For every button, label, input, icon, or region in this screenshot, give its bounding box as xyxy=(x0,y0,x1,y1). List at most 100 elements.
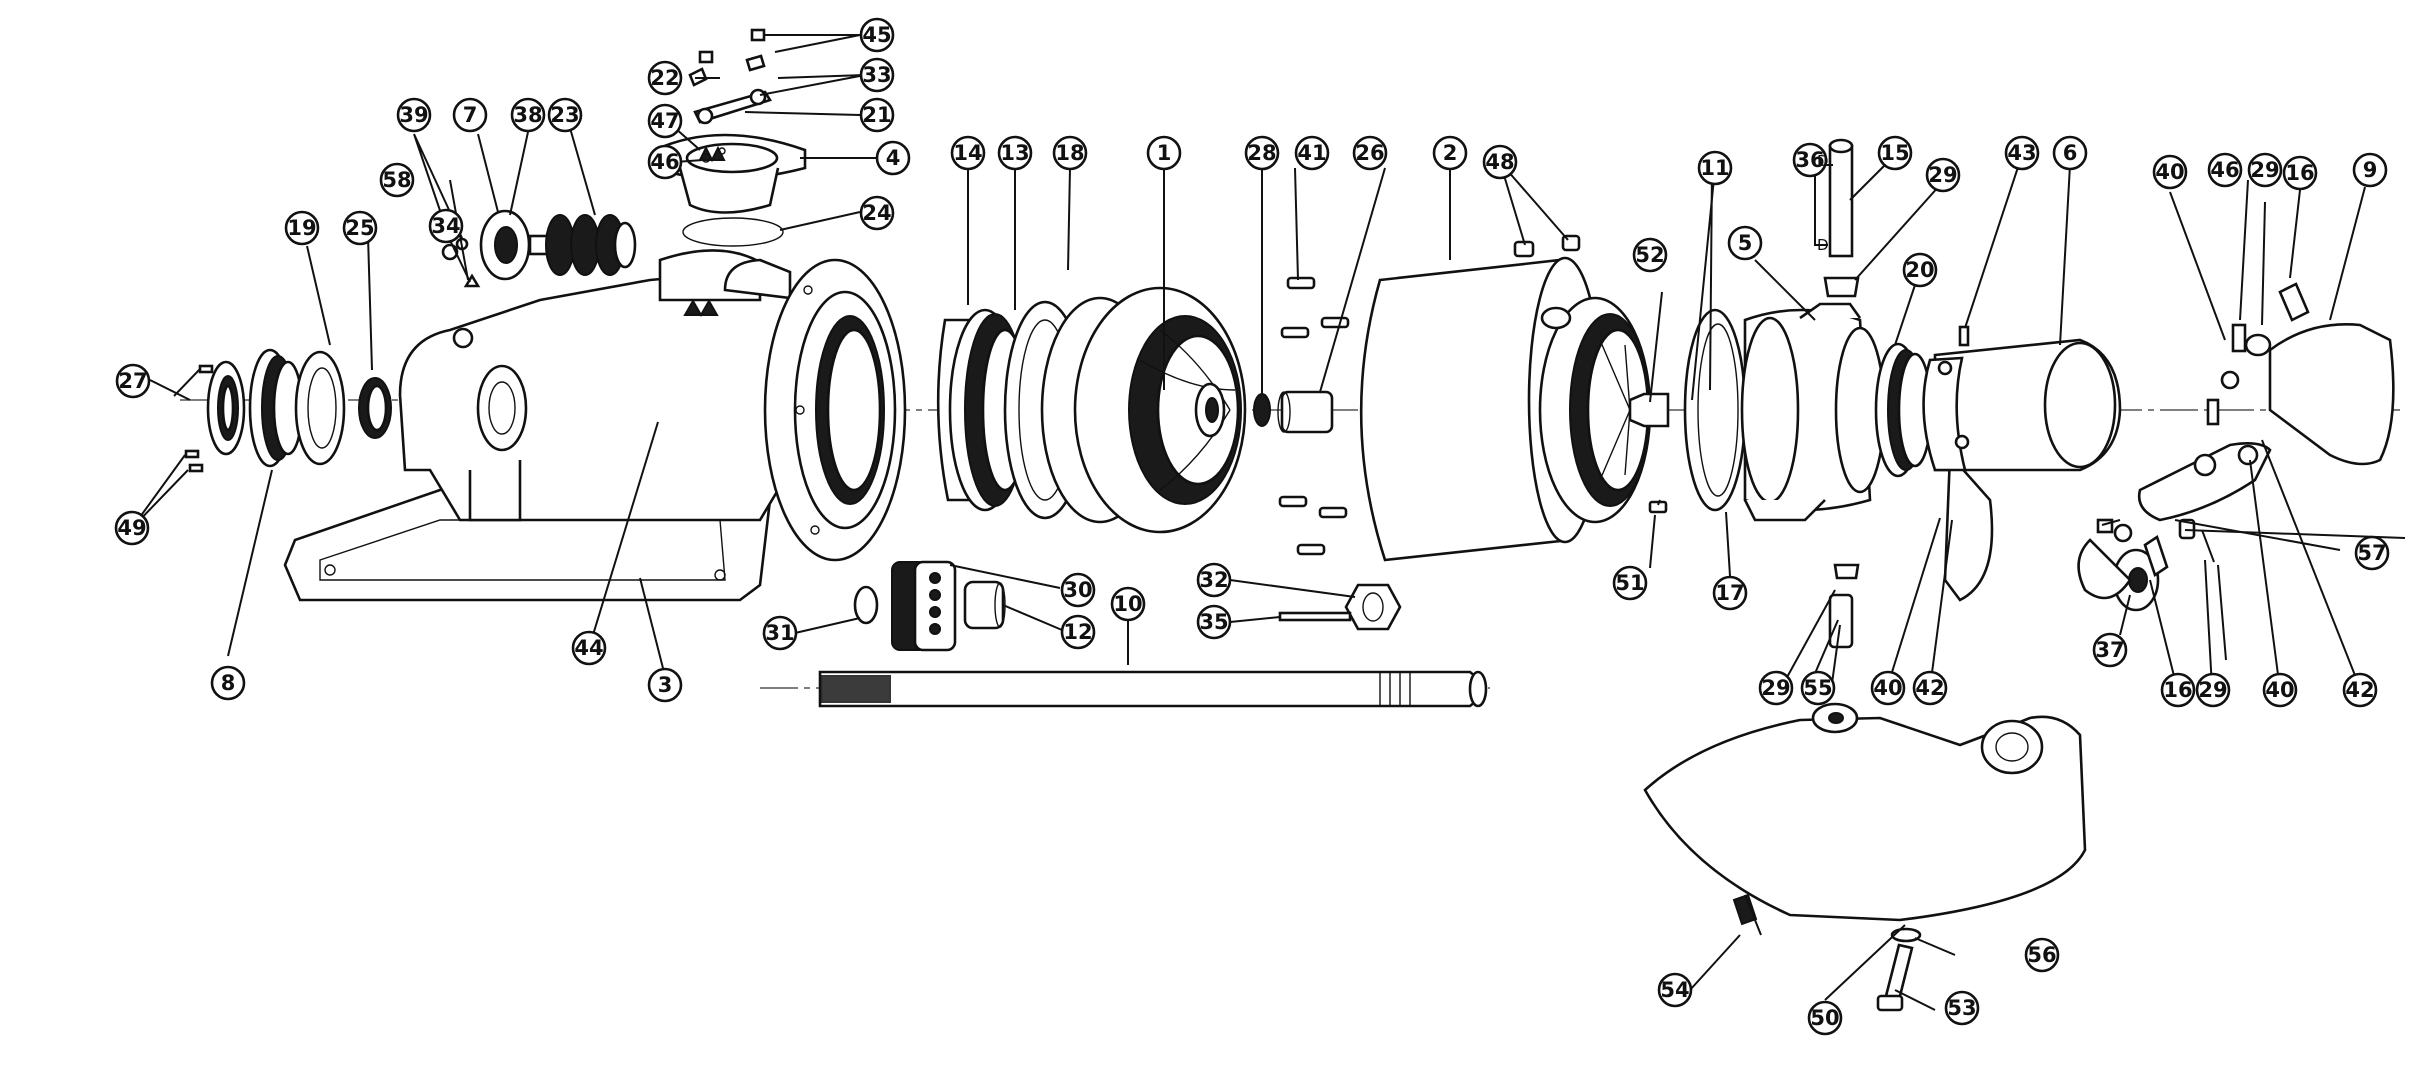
callout-9: 9 xyxy=(2352,152,2388,188)
motor-adapter xyxy=(1740,302,1970,522)
callout-label: 25 xyxy=(345,216,374,240)
callout-bubbles: 1 2 3 4 5 6 7 8 9 10 11 12 13 14 15 16 1… xyxy=(114,17,2390,1036)
callout-label: 52 xyxy=(1635,243,1664,267)
callout-label: 58 xyxy=(382,168,411,192)
callout-27: 27 xyxy=(115,363,151,399)
callout-label: 24 xyxy=(862,201,891,225)
callout-43: 43 xyxy=(2004,135,2040,171)
callout-label: 36 xyxy=(1795,148,1824,172)
callout-42-left: 42 xyxy=(1912,670,1948,706)
callout-4: 4 xyxy=(875,140,911,176)
callout-label: 26 xyxy=(1355,141,1384,165)
callout-48: 48 xyxy=(1482,144,1518,180)
callout-40-bottom-right: 40 xyxy=(2262,672,2298,708)
callout-7: 7 xyxy=(452,97,488,133)
callout-2: 2 xyxy=(1432,135,1468,171)
callout-label: 14 xyxy=(953,141,982,165)
callout-45: 45 xyxy=(859,17,895,53)
callout-label: 11 xyxy=(1700,156,1729,180)
top-cover-assembly xyxy=(653,28,807,247)
gland-assembly xyxy=(441,209,637,288)
d-mark-upper: D xyxy=(1817,152,1829,170)
callout-label: 33 xyxy=(862,63,891,87)
callout-53: 53 xyxy=(1944,990,1980,1026)
casing-flange xyxy=(763,258,907,562)
callout-19: 19 xyxy=(284,210,320,246)
d-mark-lower: D xyxy=(1817,236,1829,254)
callout-25: 25 xyxy=(342,210,378,246)
callout-14: 14 xyxy=(950,135,986,171)
callout-29-right-top: 29 xyxy=(2247,152,2283,188)
callout-label: 13 xyxy=(1000,141,1029,165)
callout-10: 10 xyxy=(1110,586,1146,622)
callout-15: 15 xyxy=(1877,135,1913,171)
callout-label: 40 xyxy=(2155,160,2184,184)
callout-20: 20 xyxy=(1902,252,1938,288)
callout-52: 52 xyxy=(1632,237,1668,273)
callout-label: 49 xyxy=(117,516,146,540)
callout-38: 38 xyxy=(510,97,546,133)
top-pin xyxy=(1823,138,1860,649)
callout-46-right: 46 xyxy=(2207,152,2243,188)
callout-label: 22 xyxy=(650,66,679,90)
callout-29-top: 29 xyxy=(1925,157,1961,193)
callout-label: 54 xyxy=(1660,978,1689,1002)
callout-50: 50 xyxy=(1807,1000,1843,1036)
callout-label: 39 xyxy=(399,103,428,127)
callout-label: 21 xyxy=(862,103,891,127)
callout-56: 56 xyxy=(2024,937,2060,973)
callout-12: 12 xyxy=(1060,614,1096,650)
callout-26: 26 xyxy=(1352,135,1388,171)
callout-16-top: 16 xyxy=(2282,155,2318,191)
callout-36: 36 xyxy=(1792,142,1828,178)
gasket xyxy=(1683,308,1747,512)
callout-label: 20 xyxy=(1905,258,1934,282)
callout-16-bottom: 16 xyxy=(2160,672,2196,708)
callout-42-right: 42 xyxy=(2342,672,2378,708)
callout-21: 21 xyxy=(859,97,895,133)
callout-5: 5 xyxy=(1727,225,1763,261)
callout-28: 28 xyxy=(1244,135,1280,171)
callout-label: 2 xyxy=(1443,141,1458,165)
callout-label: 29 xyxy=(1761,676,1790,700)
callout-24: 24 xyxy=(859,195,895,231)
handle-lever-assembly xyxy=(2077,282,2395,612)
callout-label: 1 xyxy=(1157,141,1172,165)
callout-40-top: 40 xyxy=(2152,154,2188,190)
callout-13: 13 xyxy=(997,135,1033,171)
callout-label: 57 xyxy=(2357,541,2386,565)
callout-18: 18 xyxy=(1052,135,1088,171)
callout-label: 19 xyxy=(287,216,316,240)
callout-label: 45 xyxy=(862,23,891,47)
callout-label: 41 xyxy=(1297,141,1326,165)
callout-39: 39 xyxy=(396,97,432,133)
callout-label: 55 xyxy=(1803,676,1832,700)
callout-label: 56 xyxy=(2027,943,2056,967)
callout-label: 28 xyxy=(1247,141,1276,165)
callout-label: 47 xyxy=(650,109,679,133)
seal-assembly xyxy=(184,348,392,473)
fasteners-middle xyxy=(1278,276,1402,631)
callout-1: 1 xyxy=(1146,135,1182,171)
callout-label: 46 xyxy=(2210,158,2239,182)
callout-58: 58 xyxy=(379,162,415,198)
parts xyxy=(184,28,2395,1012)
callout-34: 34 xyxy=(428,208,464,244)
callout-label: 44 xyxy=(574,636,603,660)
callout-35: 35 xyxy=(1196,604,1232,640)
callout-label: 37 xyxy=(2095,638,2124,662)
callout-37: 37 xyxy=(2092,632,2128,668)
callout-41: 41 xyxy=(1294,135,1330,171)
callout-label: 53 xyxy=(1947,996,1976,1020)
callout-label: 17 xyxy=(1715,581,1744,605)
callout-33: 33 xyxy=(859,57,895,93)
callout-label: 32 xyxy=(1199,568,1228,592)
callout-label: 48 xyxy=(1485,150,1514,174)
callout-label: 16 xyxy=(2285,161,2314,185)
bearing-frame-base xyxy=(283,249,802,602)
callout-label: 42 xyxy=(1915,676,1944,700)
callout-3: 3 xyxy=(647,667,683,703)
callout-57: 57 xyxy=(2354,535,2390,571)
callout-label: 5 xyxy=(1738,231,1753,255)
